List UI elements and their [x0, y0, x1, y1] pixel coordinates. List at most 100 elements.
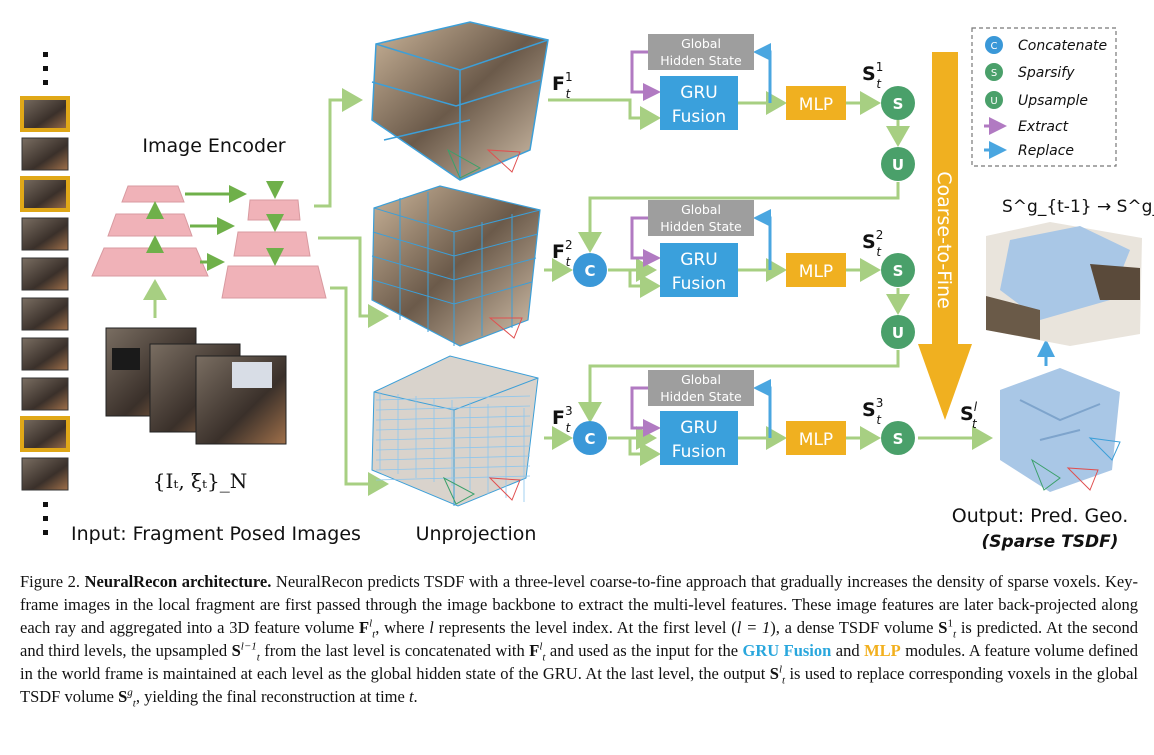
decoder-layer-2: [233, 231, 311, 257]
caption-math-S4: S: [118, 687, 128, 706]
caption-text-8: modules. A feature volume defined in the…: [20, 641, 1138, 683]
legend-concat-symbol: C: [991, 41, 998, 52]
encoder-to-volume-arrows: [314, 88, 389, 496]
output-label: Output: Pred. Geo.: [952, 505, 1129, 527]
concat-3-letter: C: [584, 430, 595, 448]
level-2-modules: Global Hidden State GRU Fusion MLP C S U: [573, 200, 915, 349]
gru-fusion-2: [660, 243, 738, 297]
coarse-to-fine-arrow: Coarse-to-Fine: [918, 52, 972, 420]
caption-text-1: NeuralRecon predicts TSDF with a three-l…: [20, 572, 1138, 637]
concat-node-2: [573, 253, 607, 287]
caption-sup-l3: l: [778, 663, 783, 676]
caption-sub-t4: t: [542, 651, 546, 664]
caption-sup-lm1: l−1: [240, 640, 257, 653]
caption-math-F: F: [359, 618, 370, 637]
hidden-state-2-line2: Hidden State: [660, 219, 742, 234]
coarse-to-fine-label: Coarse-to-Fine: [933, 171, 955, 309]
gru-1-label: GRU: [680, 83, 717, 103]
frame-thumbnail: [20, 96, 70, 132]
sparsify-node-2: [881, 253, 915, 287]
global-reconstruction: [986, 222, 1142, 346]
frame-thumbnail: [21, 257, 69, 291]
frame-thumbnail: [21, 137, 69, 171]
frame-thumbnail: [21, 337, 69, 371]
caption-math-l: l: [429, 618, 434, 637]
volume-level-2: [371, 185, 541, 347]
caption-text-10: , yielding the final reconstruction at t…: [135, 687, 405, 706]
mlp-2: [786, 253, 846, 287]
gru-fusion-1: [660, 76, 738, 130]
upsample-node-1: [881, 147, 915, 181]
concat-2-letter: C: [584, 262, 595, 280]
gru-2-label2: Fusion: [672, 274, 726, 294]
hidden-state-1: [648, 34, 754, 70]
pipeline-arrows: [544, 91, 993, 466]
caption-title: NeuralRecon architecture.: [84, 572, 272, 591]
legend-upsample: Upsample: [1018, 93, 1088, 109]
gru-3-label: GRU: [680, 418, 717, 438]
sparsify-node-1: [881, 86, 915, 120]
decoder-layer-3: [221, 265, 327, 299]
gru-3-label2: Fusion: [672, 442, 726, 462]
caption-text-6: from the last level is concatenated with: [264, 641, 525, 660]
legend-sparsify-symbol: S: [991, 68, 997, 79]
frame-thumbnail: [20, 416, 70, 452]
global-update-label: S^g_{t-1} → S^g_t: [1002, 197, 1154, 217]
frame-thumbnail: [21, 457, 69, 491]
frame-thumbnail: [21, 377, 69, 411]
legend-concatenate: Concatenate: [1018, 38, 1107, 54]
caption-text-7: and used as the input for the: [549, 641, 739, 660]
legend-upsample-symbol: U: [990, 96, 997, 107]
sparsify-node-3: [881, 421, 915, 455]
gru-2-label: GRU: [680, 250, 717, 270]
input-photos: [105, 327, 287, 445]
encoder-layer-1: [121, 185, 185, 203]
legend: C Concatenate S Sparsify U Upsample Extr…: [971, 27, 1117, 167]
upsample-1-letter: U: [892, 156, 904, 174]
caption-text-5: is predicted. At the second and third le…: [20, 618, 1139, 660]
legend-extract: Extract: [1018, 119, 1069, 135]
caption-math-t: t: [408, 687, 414, 706]
ellipsis-bottom-icon: [43, 502, 48, 535]
caption-sup-1: 1: [947, 617, 953, 630]
hidden-state-3-line2: Hidden State: [660, 389, 742, 404]
ellipsis-top-icon: [43, 52, 48, 85]
caption-sup-g: g: [127, 686, 133, 699]
encoder-label: Image Encoder: [142, 135, 285, 157]
hidden-state-2-line1: Global: [681, 202, 721, 217]
frame-column: [20, 52, 70, 535]
frame-thumbnail: [21, 217, 69, 251]
encoder-pyramid: [91, 181, 327, 318]
concat-node-3: [573, 421, 607, 455]
mlp-1-label: MLP: [799, 95, 833, 115]
legend-sparsify: Sparsify: [1018, 65, 1075, 81]
frame-thumbnail: [21, 297, 69, 331]
extract-replace-arrows: [630, 43, 1055, 438]
caption-math-S3: S: [769, 664, 779, 683]
caption-sup-l2: l: [539, 640, 543, 653]
hidden-state-1-line2: Hidden State: [660, 53, 742, 68]
gru-fusion-3: [660, 411, 738, 465]
hidden-state-3-line1: Global: [681, 372, 721, 387]
frame-thumbnail: [20, 176, 70, 212]
architecture-diagram: Image Encoder {Iₜ, ξₜ}_N Input: Fragment…: [20, 21, 1154, 552]
caption-sub-t: t: [372, 628, 376, 641]
caption-math-F2: F: [529, 641, 540, 660]
caption-text-9: is used to replace corresponding voxels …: [20, 664, 1138, 706]
caption-sub-t3: t: [256, 651, 260, 664]
caption-mlp-word: MLP: [864, 641, 901, 660]
mlp-2-label: MLP: [799, 262, 833, 282]
caption-sub-t6: t: [132, 697, 136, 710]
figure-caption: Figure 2. NeuralRecon architecture. Neur…: [20, 570, 1139, 710]
unprojection-label: Unprojection: [416, 523, 537, 545]
caption-end: .: [413, 687, 418, 706]
hidden-state-3: [648, 370, 754, 406]
encoder-layer-2: [107, 213, 193, 237]
